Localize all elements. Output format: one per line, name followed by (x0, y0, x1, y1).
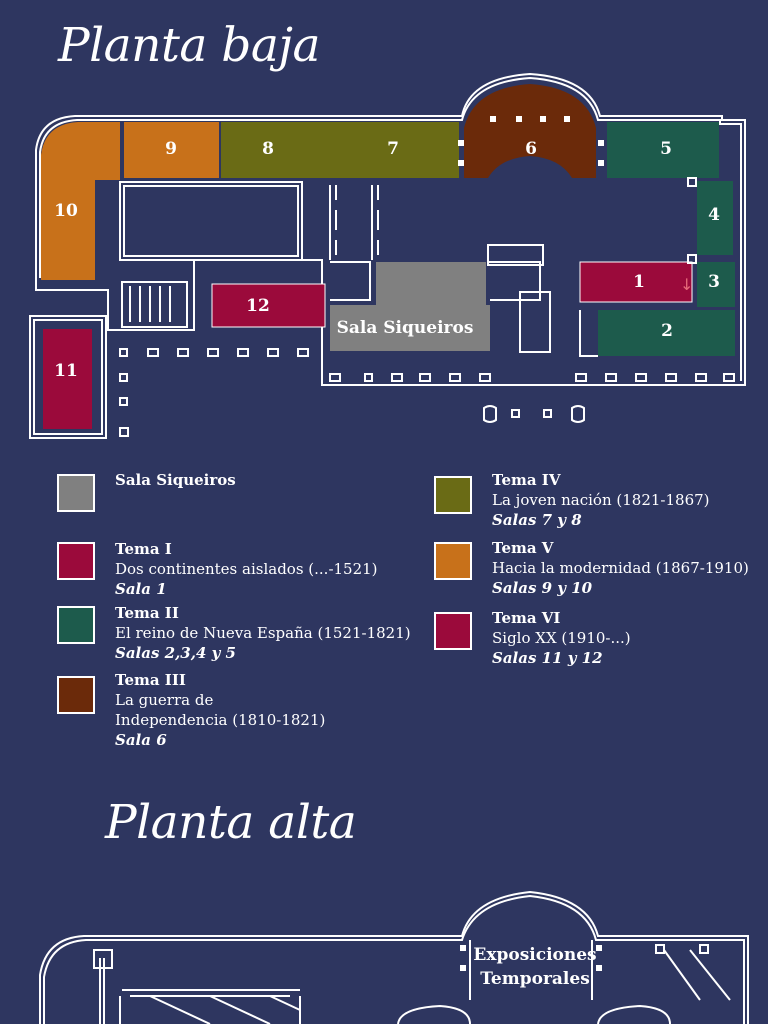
legend-tema3-salas: Sala 6 (115, 731, 167, 749)
svg-text:8: 8 (262, 139, 274, 159)
legend-tema1-title: Tema I (115, 540, 172, 558)
svg-text:7: 7 (387, 139, 399, 159)
building-outline (29, 72, 746, 439)
svg-text:2: 2 (661, 321, 673, 341)
legend-tema1-salas: Sala 1 (115, 580, 167, 598)
swatch-tema4 (434, 476, 472, 514)
exposiciones-label-2: Temporales (480, 969, 590, 989)
legend-tema3-desc1: La guerra de (115, 691, 214, 709)
legend-tema4-title: Tema IV (492, 471, 561, 489)
legend-tema4-salas: Salas 7 y 8 (492, 511, 582, 529)
swatch-tema6 (434, 612, 472, 650)
legend-tema4-desc: La joven nación (1821-1867) (492, 491, 710, 509)
swatch-tema1 (57, 542, 95, 580)
room-12[interactable]: 12 (211, 283, 326, 328)
room-10[interactable]: 10 (41, 122, 120, 280)
legend-tema3-title: Tema III (115, 671, 186, 689)
svg-text:4: 4 (708, 205, 720, 225)
dome-columns (458, 116, 604, 166)
swatch-siqueiros (57, 474, 95, 512)
legend-tema5-salas: Salas 9 y 10 (492, 579, 593, 597)
legend-tema6-title: Tema VI (492, 609, 561, 627)
wall-details (121, 177, 697, 357)
svg-text:10: 10 (54, 201, 78, 221)
legend-tema3-desc2: Independencia (1810-1821) (115, 711, 326, 729)
svg-text:Sala Siqueiros: Sala Siqueiros (337, 318, 474, 338)
legend-tema6-desc: Siglo XX (1910-...) (492, 629, 631, 647)
planta-baja-title: Planta baja (58, 18, 321, 73)
svg-text:3: 3 (708, 272, 720, 292)
room-9[interactable]: 9 (124, 122, 219, 178)
room-7[interactable]: 7 (315, 122, 459, 178)
svg-text:5: 5 (660, 139, 672, 159)
room-sala-siqueiros[interactable]: Sala Siqueiros (330, 262, 490, 351)
legend-tema6-salas: Salas 11 y 12 (492, 649, 603, 667)
svg-text:9: 9 (165, 139, 177, 159)
planta-baja-map: 10 9 8 7 6 5 4 3 2 1 ↓ 12 11 (29, 72, 746, 439)
arrow-down-icon: ↓ (680, 275, 693, 294)
room-11[interactable]: 11 (43, 329, 92, 429)
svg-text:11: 11 (54, 361, 78, 381)
room-3[interactable]: 3 (697, 262, 735, 307)
room-8[interactable]: 8 (221, 122, 315, 178)
legend-siqueiros-title: Sala Siqueiros (115, 471, 236, 489)
planta-alta-title: Planta alta (105, 795, 357, 850)
room-1[interactable]: 1 ↓ (579, 261, 693, 303)
columns (119, 348, 735, 437)
room-2[interactable]: 2 (598, 310, 735, 356)
swatch-tema5 (434, 542, 472, 580)
room-4[interactable]: 4 (697, 181, 733, 255)
svg-text:6: 6 (525, 139, 537, 159)
swatch-tema2 (57, 606, 95, 644)
legend-tema5-desc: Hacia la modernidad (1867-1910) (492, 559, 749, 577)
legend-tema2-title: Tema II (115, 604, 179, 622)
svg-text:12: 12 (246, 296, 270, 316)
legend-tema5-title: Tema V (492, 539, 554, 557)
svg-text:1: 1 (633, 272, 645, 292)
swatch-tema3 (57, 676, 95, 714)
legend-tema1-desc: Dos continentes aislados (...-1521) (115, 560, 378, 578)
legend-tema2-salas: Salas 2,3,4 y 5 (115, 644, 236, 662)
legend-tema2-desc: El reino de Nueva España (1521-1821) (115, 624, 411, 642)
room-6[interactable]: 6 (464, 84, 596, 178)
room-5[interactable]: 5 (607, 122, 719, 178)
exposiciones-label-1: Exposiciones (473, 945, 596, 965)
